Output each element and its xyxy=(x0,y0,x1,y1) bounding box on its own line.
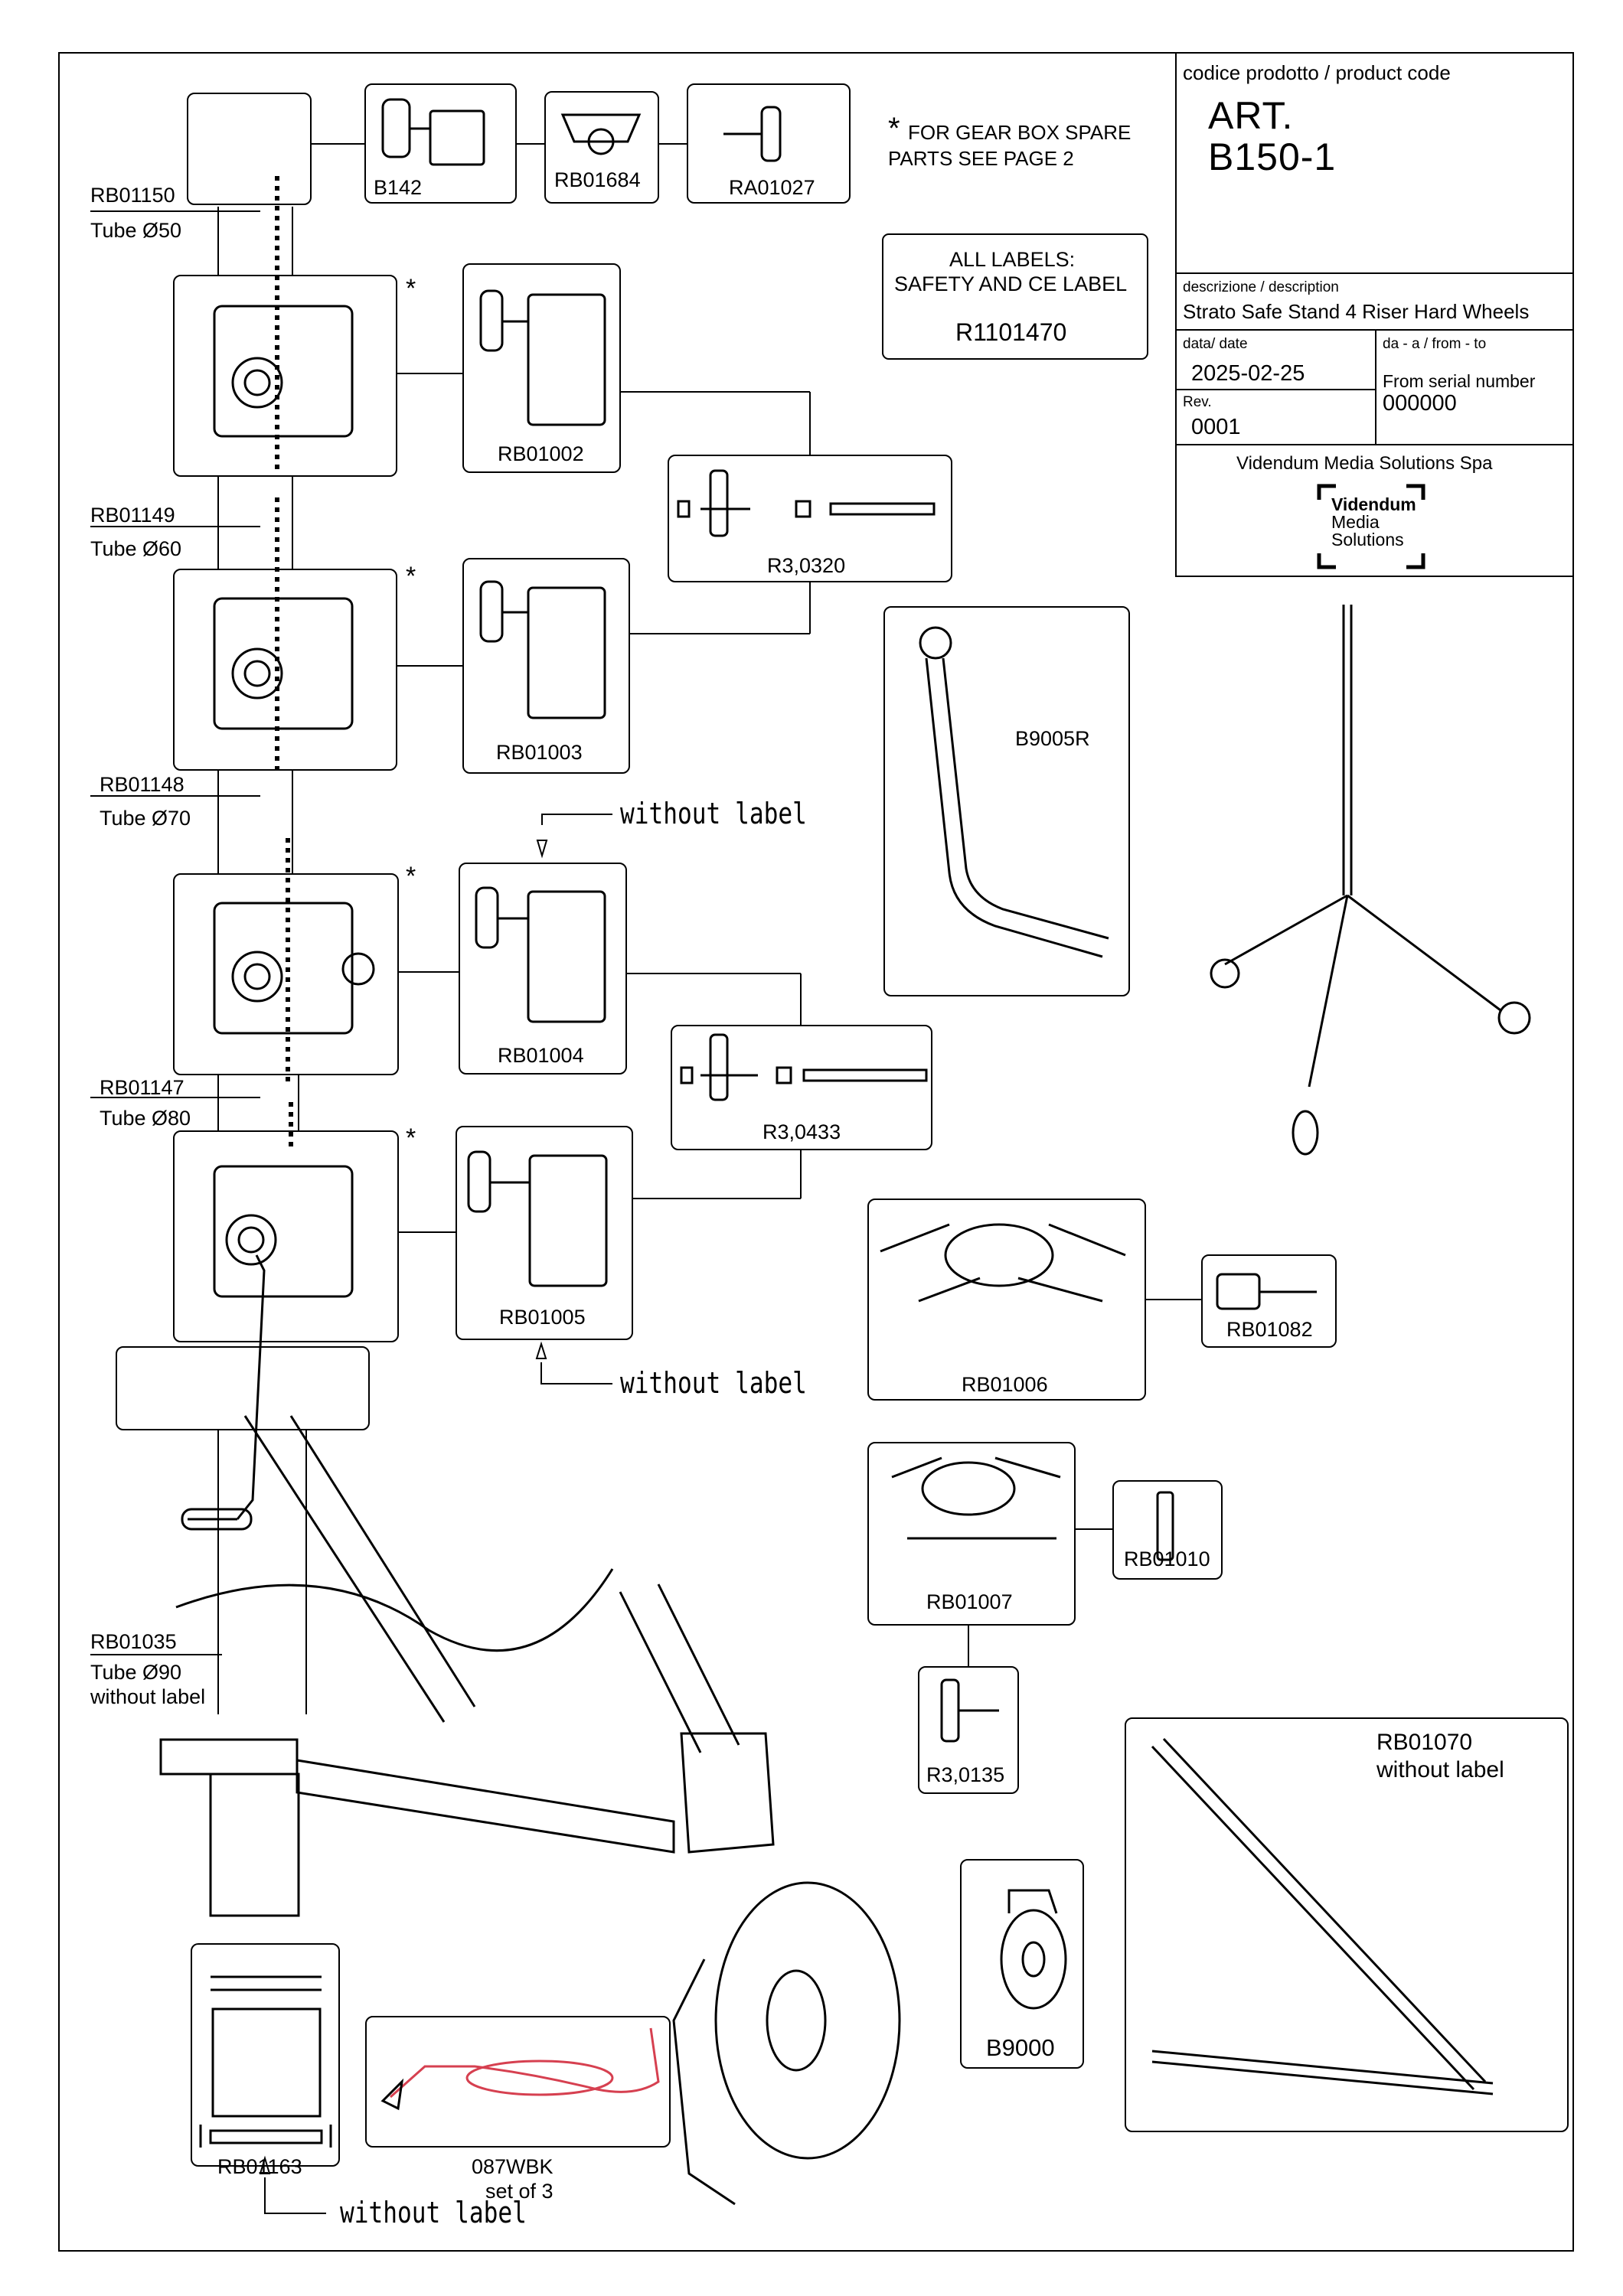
tube-code-rb01149: RB01149 xyxy=(90,504,175,527)
art-label: ART. xyxy=(1208,94,1294,137)
logo-line-2: Media xyxy=(1331,512,1380,532)
product-code-label: codice prodotto / product code xyxy=(1183,61,1451,84)
part-087wbk: 087WBK xyxy=(472,2155,554,2178)
without-label-rb01005: without label xyxy=(620,1366,807,1400)
asterisk-rb01002: * xyxy=(406,274,416,303)
art-code: B150-1 xyxy=(1208,135,1337,178)
description-label: descrizione / description xyxy=(1183,279,1339,295)
part-b142: B142 xyxy=(374,176,423,199)
title-divider xyxy=(1175,389,1375,390)
part-ra01027: RA01027 xyxy=(729,176,815,199)
part-b9000: B9000 xyxy=(986,2034,1055,2061)
part-rb01002: RB01002 xyxy=(498,442,584,465)
without-label-rb01163: without label xyxy=(340,2196,527,2229)
tube-size-50: Tube Ø50 xyxy=(90,219,182,242)
labels-line1: ALL LABELS: xyxy=(949,248,1076,271)
date-label: data/ date xyxy=(1183,336,1248,352)
asterisk-rb01003: * xyxy=(406,562,416,591)
tube-code-rb01147: RB01147 xyxy=(100,1076,185,1099)
part-rb01684: RB01684 xyxy=(554,168,641,191)
tube-size-80: Tube Ø80 xyxy=(100,1107,191,1130)
part-087wbk-set: set of 3 xyxy=(485,2180,554,2203)
part-rb01006: RB01006 xyxy=(962,1373,1048,1396)
date-value: 2025-02-25 xyxy=(1191,361,1305,386)
labels-box xyxy=(882,233,1148,360)
without-label-rb01004: without label xyxy=(620,797,807,830)
tube-code-rb01150: RB01150 xyxy=(90,184,175,207)
part-rb01003: RB01003 xyxy=(496,741,583,764)
part-rb01007: RB01007 xyxy=(926,1590,1013,1613)
gearbox-note-line1: FOR GEAR BOX SPARE xyxy=(908,121,1132,144)
from-to-label: da - a / from - to xyxy=(1383,336,1487,352)
drawing-frame xyxy=(58,52,1574,2252)
title-divider xyxy=(1175,329,1574,331)
part-rb01163: RB01163 xyxy=(217,2155,302,2178)
from-serial-label: From serial number xyxy=(1383,371,1536,391)
rev-label: Rev. xyxy=(1183,394,1212,410)
serial-value: 000000 xyxy=(1383,391,1457,416)
gearbox-asterisk: * xyxy=(888,112,900,145)
part-rb01010: RB01010 xyxy=(1124,1548,1210,1570)
part-b9005r: B9005R xyxy=(1015,727,1090,750)
title-divider xyxy=(1375,329,1376,444)
part-rb01070: RB01070 xyxy=(1376,1730,1473,1755)
tube-code-rb01035: RB01035 xyxy=(90,1630,177,1653)
tube90-without-label: without label xyxy=(90,1685,206,1708)
company-logo: Videndum Media Solutions xyxy=(1316,483,1426,570)
tube-size-90: Tube Ø90 xyxy=(90,1661,182,1684)
company-name: Videndum Media Solutions Spa xyxy=(1236,453,1493,474)
rb01070-without-label: without label xyxy=(1376,1757,1504,1782)
rev-value: 0001 xyxy=(1191,415,1241,439)
logo-line-3: Solutions xyxy=(1331,530,1404,550)
labels-line2: SAFETY AND CE LABEL xyxy=(894,272,1128,295)
part-rb01082: RB01082 xyxy=(1226,1318,1313,1341)
part-rb01004: RB01004 xyxy=(498,1044,584,1067)
part-r3-0135: R3,0135 xyxy=(926,1763,1005,1786)
tube-size-70: Tube Ø70 xyxy=(100,807,191,830)
asterisk-rb01005: * xyxy=(406,1124,416,1153)
tube-size-60: Tube Ø60 xyxy=(90,537,182,560)
title-divider xyxy=(1175,272,1574,274)
title-block xyxy=(1175,52,1574,577)
part-r3-0433: R3,0433 xyxy=(763,1120,841,1143)
logo-line-1: Videndum xyxy=(1331,494,1416,514)
tube-code-rb01148: RB01148 xyxy=(100,773,185,796)
title-divider xyxy=(1175,444,1574,445)
part-r3-0320: R3,0320 xyxy=(767,554,846,577)
labels-code: R1101470 xyxy=(955,318,1067,346)
description: Strato Safe Stand 4 Riser Hard Wheels xyxy=(1183,300,1530,323)
part-rb01005: RB01005 xyxy=(499,1306,586,1329)
gearbox-note-line2: PARTS SEE PAGE 2 xyxy=(888,147,1074,170)
asterisk-rb01004: * xyxy=(406,862,416,891)
